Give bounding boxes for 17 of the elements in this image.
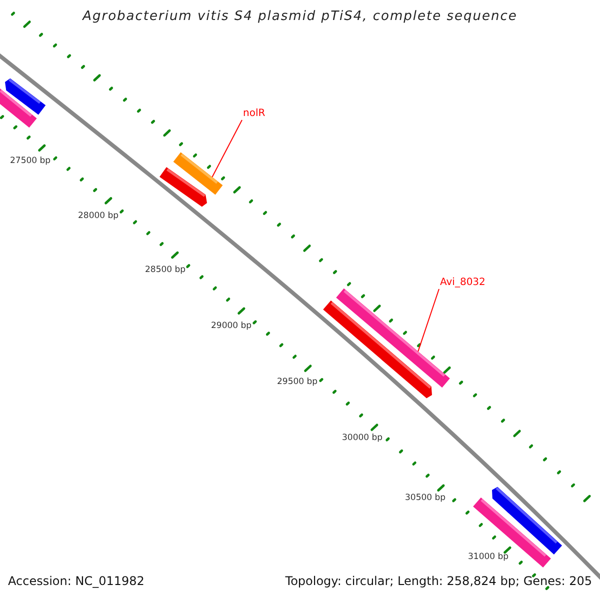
gene-label: nolR (243, 108, 266, 120)
gene-bar (173, 152, 223, 195)
leader-line (418, 288, 440, 352)
position-label: 30500 bp (405, 493, 446, 503)
position-label: 29000 bp (211, 321, 252, 331)
position-label: 29500 bp (277, 377, 318, 387)
title: Agrobacterium vitis S4 plasmid pTiS4, complete sequence (81, 9, 518, 24)
position-label: 31000 bp (468, 552, 509, 562)
position-label: 30000 bp (342, 433, 383, 443)
position-label: 28500 bp (145, 265, 186, 275)
position-label: 27500 bp (10, 156, 51, 166)
gene-bar (336, 288, 450, 388)
leader-line (212, 120, 242, 178)
position-label: 28000 bp (78, 211, 119, 221)
gene-label: Avi_8032 (440, 277, 486, 289)
summary-text: Topology: circular; Length: 258,824 bp; Genes: 205 (285, 574, 592, 589)
accession-text: Accession: NC_011982 (8, 574, 144, 589)
